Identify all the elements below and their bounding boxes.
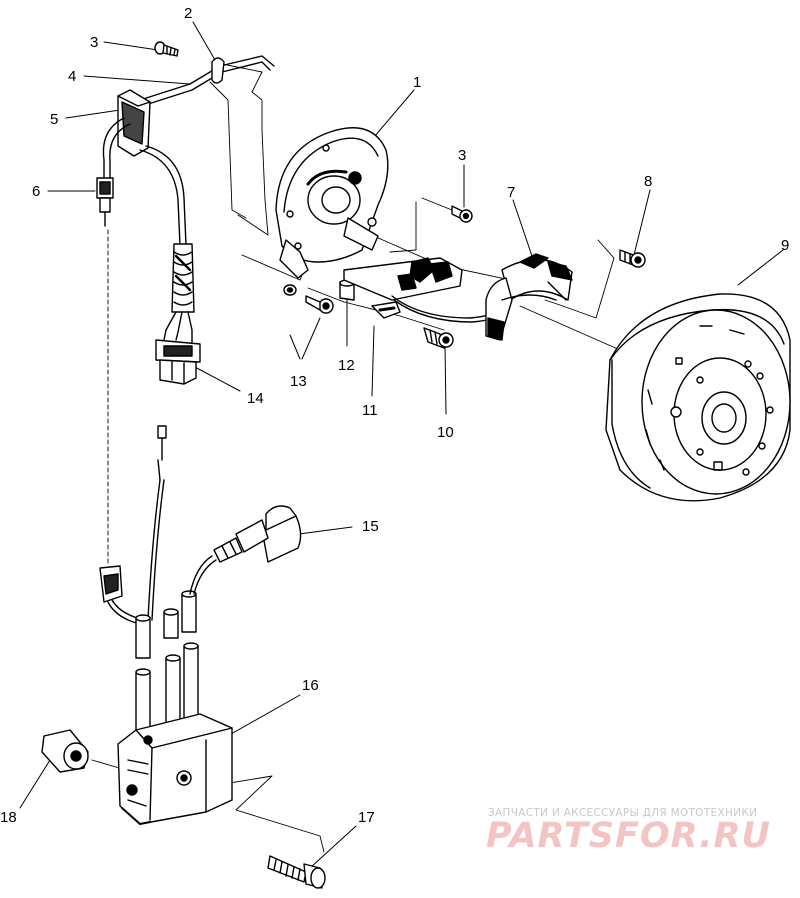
callout-9: 9	[781, 237, 790, 254]
screw-3-top	[154, 41, 179, 57]
callout-3: 3	[90, 34, 99, 51]
screw-3-right	[451, 205, 473, 223]
connector-14	[155, 339, 201, 385]
callout-10: 10	[437, 424, 454, 441]
wiring-harness	[96, 41, 275, 385]
callout-13: 13	[290, 373, 307, 390]
callout-15: 15	[362, 518, 379, 535]
spacer-12	[339, 279, 355, 301]
leader-lines	[19, 21, 784, 869]
screw-10	[423, 327, 454, 349]
callout-11: 11	[362, 402, 378, 419]
callout-8: 8	[644, 173, 653, 190]
callout-1: 1	[413, 74, 422, 91]
callout-14: 14	[247, 390, 264, 407]
harness-sleeve	[171, 243, 195, 313]
bolt-17	[267, 855, 326, 889]
pulser-coil-11	[343, 257, 511, 323]
callout-7: 7	[507, 184, 516, 201]
bushing-18	[41, 729, 89, 773]
watermark-logo: PARTSFOR.RU	[486, 816, 771, 856]
callout-2: 2	[184, 5, 193, 22]
stator-plate-1	[275, 127, 389, 279]
spark-plug-cap-15	[213, 505, 302, 563]
screw-13	[305, 295, 334, 314]
connector-6	[96, 177, 114, 227]
callout-3: 3	[458, 147, 467, 164]
watermark-tagline: ЗАПЧАСТИ И АКСЕССУАРЫ ДЛЯ МОТОТЕХНИКИ	[488, 807, 758, 819]
callout-17: 17	[358, 809, 375, 826]
callout-5: 5	[50, 111, 59, 128]
ignition-coil-16	[117, 642, 233, 825]
callout-18: 18	[0, 809, 17, 826]
washer-13	[283, 284, 297, 296]
screw-8	[619, 249, 646, 268]
callout-4: 4	[68, 68, 77, 85]
callout-12: 12	[338, 357, 355, 374]
lower-wiring	[99, 425, 217, 659]
charging-coil-7	[485, 253, 573, 341]
callout-16: 16	[302, 677, 319, 694]
flywheel-9	[605, 293, 791, 502]
connector-block-5	[117, 89, 151, 157]
callout-6: 6	[32, 183, 41, 200]
